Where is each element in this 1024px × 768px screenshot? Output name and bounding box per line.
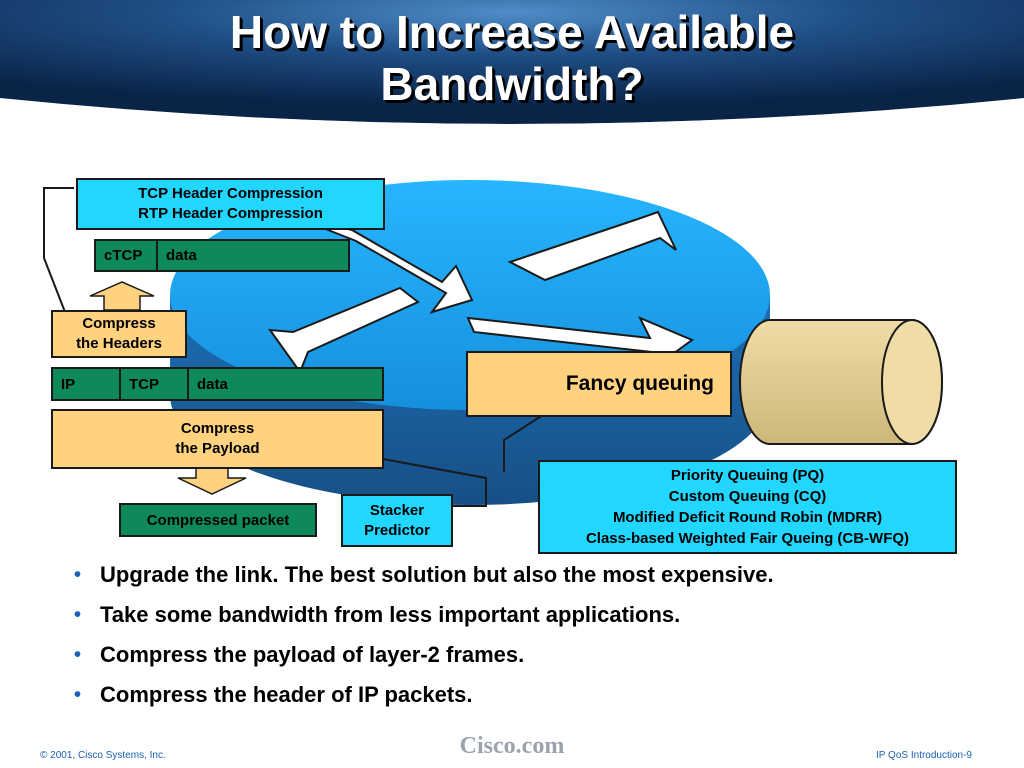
stacker-predictor-box: Stacker Predictor xyxy=(341,494,453,547)
queuing-method-cbwfq: Class-based Weighted Fair Queing (CB-WFQ… xyxy=(585,530,910,547)
compress-payload-box: Compress the Payload xyxy=(51,409,384,469)
ip-packet: IP TCP data xyxy=(51,367,384,401)
compress-payload-arrow-icon xyxy=(177,467,247,495)
stacker-predictor-line-2: Predictor xyxy=(364,521,430,539)
queue-cylinder-icon xyxy=(739,319,943,445)
compressed-packet-label: Compressed packet xyxy=(146,511,290,529)
packet-field-ctcp: cTCP xyxy=(96,241,158,270)
bullet-item: Upgrade the link. The best solution but … xyxy=(72,560,972,590)
compress-headers-line-1: Compress xyxy=(82,315,156,332)
page-title: How to Increase Available Bandwidth? xyxy=(0,6,1024,110)
cisco-logo: Cisco.com xyxy=(459,733,565,759)
compress-headers-line-2: the Headers xyxy=(76,335,162,352)
packet-field-data: data xyxy=(197,375,228,393)
footer-page-label: IP QoS Introduction-9 xyxy=(876,750,972,761)
title-line-1: How to Increase Available xyxy=(229,6,795,58)
bullet-item: Compress the payload of layer-2 frames. xyxy=(72,640,972,670)
queuing-method-mdrr: Modified Deficit Round Robin (MDRR) xyxy=(612,509,883,526)
compressed-packet: Compressed packet xyxy=(119,503,317,537)
packet-field-data: data xyxy=(166,247,197,264)
queuing-method-cq: Custom Queuing (CQ) xyxy=(668,488,827,505)
packet-field-tcp: TCP xyxy=(121,369,189,399)
bullet-item: Take some bandwidth from less important … xyxy=(72,600,972,630)
compress-payload-line-1: Compress xyxy=(180,420,255,437)
fancy-queuing-label: Fancy queuing xyxy=(565,372,714,395)
footer-copyright: © 2001, Cisco Systems, Inc. xyxy=(40,750,166,761)
bullet-item: Compress the header of IP packets. xyxy=(72,680,972,710)
header-compression-connector xyxy=(43,187,74,331)
compress-headers-arrow-icon xyxy=(89,281,155,311)
stacker-predictor-line-1: Stacker xyxy=(369,501,425,519)
header-compression-box: TCP Header Compression RTP Header Compre… xyxy=(76,178,385,230)
header-compression-line-2: RTP Header Compression xyxy=(138,205,323,222)
payload-connector xyxy=(355,453,487,507)
header-compression-line-1: TCP Header Compression xyxy=(138,185,323,202)
fancy-queuing-box: Fancy queuing xyxy=(466,351,732,417)
compress-payload-line-2: the Payload xyxy=(175,440,260,457)
compress-headers-box: Compress the Headers xyxy=(51,310,187,358)
title-banner: How to Increase Available Bandwidth? xyxy=(0,0,1024,135)
bullet-list: Upgrade the link. The best solution but … xyxy=(72,560,972,720)
router-arrows-icon xyxy=(267,210,695,375)
packet-field-ip: IP xyxy=(53,369,121,399)
compressed-header-packet: cTCP data xyxy=(94,239,350,272)
queuing-method-pq: Priority Queuing (PQ) xyxy=(670,467,825,484)
banner-background xyxy=(0,0,1024,135)
queuing-methods-box: Priority Queuing (PQ) Custom Queuing (CQ… xyxy=(538,460,957,554)
title-line-2: Bandwidth? xyxy=(380,58,644,110)
